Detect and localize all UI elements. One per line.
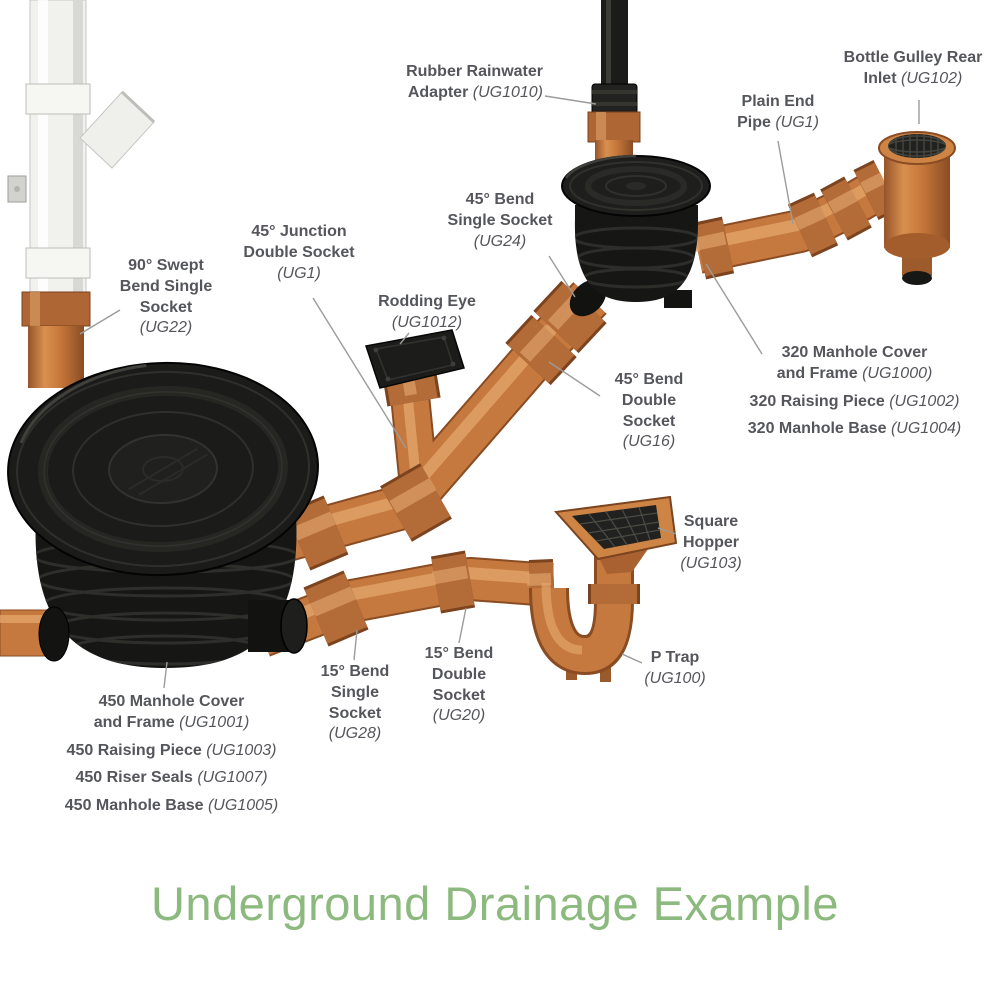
label-code: (UG1010) bbox=[472, 83, 543, 101]
label-name: 320 Manhole Cover and Frame bbox=[776, 344, 928, 382]
label-code: (UG28) bbox=[328, 725, 382, 743]
label-code: (UG22) bbox=[139, 319, 193, 337]
swept-bend-graphic bbox=[21, 291, 91, 388]
label-code: (UG103) bbox=[680, 554, 742, 572]
label-name: 45° Junction Double Socket bbox=[243, 223, 355, 261]
label-name: 450 Manhole Cover and Frame bbox=[93, 693, 245, 731]
label-450-manhole-base: 450 Manhole Base (UG1005) bbox=[44, 796, 299, 817]
p-trap-graphic bbox=[529, 548, 640, 682]
rainwater-downpipe bbox=[587, 0, 641, 170]
label-90-swept-bend-single-socket: 90° Swept Bend Single Socket (UG22) bbox=[116, 256, 216, 339]
bottle-gulley-graphic bbox=[878, 131, 956, 285]
page-title: Underground Drainage Example bbox=[150, 877, 840, 930]
label-rubber-rainwater-adapter: Rubber Rainwater Adapter (UG1010) bbox=[385, 62, 543, 104]
rodding-eye-plate bbox=[365, 329, 465, 389]
label-name: 45° Bend Double Socket bbox=[614, 371, 684, 430]
label-code: (UG100) bbox=[644, 669, 706, 687]
label-45-bend-double-socket: 45° Bend Double Socket (UG16) bbox=[604, 370, 694, 453]
label-code: (UG1004) bbox=[890, 420, 962, 438]
label-name: 45° Bend Single Socket bbox=[447, 191, 553, 229]
label-320-manhole-cover: 320 Manhole Cover and Frame (UG1000) bbox=[766, 343, 944, 385]
label-name: Rodding Eye bbox=[378, 293, 476, 310]
label-code: (UG24) bbox=[473, 232, 527, 250]
label-45-bend-single-socket: 45° Bend Single Socket (UG24) bbox=[441, 190, 559, 252]
label-bottle-gulley-rear-inlet: Bottle Gulley Rear Inlet (UG102) bbox=[842, 48, 984, 90]
label-p-trap: P Trap (UG100) bbox=[636, 648, 714, 690]
label-code: (UG1007) bbox=[197, 769, 268, 787]
label-name: Rubber Rainwater Adapter bbox=[406, 63, 543, 101]
label-code: (UG1) bbox=[775, 113, 819, 131]
label-code: (UG1002) bbox=[889, 392, 960, 410]
white-soil-pipe bbox=[7, 0, 156, 299]
label-name: 15° Bend Double Socket bbox=[424, 645, 494, 704]
label-name: 320 Manhole Base bbox=[747, 420, 887, 438]
square-hopper-graphic bbox=[553, 495, 678, 574]
label-group-450-manhole: 450 Manhole Cover and Frame (UG1001) 450… bbox=[44, 692, 299, 824]
label-320-manhole-base: 320 Manhole Base (UG1004) bbox=[737, 419, 972, 440]
label-code: (UG1003) bbox=[206, 741, 277, 759]
label-name: 90° Swept Bend Single Socket bbox=[119, 257, 213, 316]
label-code: (UG102) bbox=[900, 69, 963, 87]
label-450-manhole-cover: 450 Manhole Cover and Frame (UG1001) bbox=[83, 692, 261, 734]
label-name: 450 Raising Piece bbox=[66, 741, 202, 759]
label-code: (UG20) bbox=[432, 707, 486, 725]
label-450-riser-seals: 450 Riser Seals (UG1007) bbox=[44, 768, 299, 789]
label-320-raising-piece: 320 Raising Piece (UG1002) bbox=[737, 392, 972, 413]
label-code: (UG1012) bbox=[391, 313, 463, 331]
manhole-320-graphic bbox=[561, 154, 711, 317]
label-name: Square Hopper bbox=[683, 513, 739, 551]
label-plain-end-pipe: Plain End Pipe (UG1) bbox=[728, 92, 828, 134]
label-15-bend-single-socket: 15° Bend Single Socket (UG28) bbox=[317, 662, 393, 745]
label-45-junction-double-socket: 45° Junction Double Socket (UG1) bbox=[233, 222, 365, 284]
label-name: 320 Raising Piece bbox=[749, 392, 885, 410]
label-code: (UG1001) bbox=[179, 713, 250, 731]
label-square-hopper: Square Hopper (UG103) bbox=[670, 512, 752, 574]
label-name: Bottle Gulley Rear Inlet bbox=[843, 49, 983, 87]
label-code: (UG1005) bbox=[207, 797, 279, 815]
label-450-raising-piece: 450 Raising Piece (UG1003) bbox=[44, 741, 299, 762]
label-name: 450 Riser Seals bbox=[75, 769, 193, 787]
label-name: 15° Bend Single Socket bbox=[320, 663, 390, 722]
label-code: (UG1000) bbox=[862, 364, 933, 382]
label-group-320-manhole: 320 Manhole Cover and Frame (UG1000) 320… bbox=[737, 343, 972, 447]
label-15-bend-double-socket: 15° Bend Double Socket (UG20) bbox=[421, 644, 497, 727]
label-name: P Trap bbox=[650, 649, 700, 666]
leader-lines bbox=[79, 95, 920, 689]
label-code: (UG16) bbox=[622, 433, 676, 451]
manhole-450-graphic bbox=[7, 361, 319, 668]
label-rodding-eye: Rodding Eye (UG1012) bbox=[368, 292, 486, 334]
label-name: 450 Manhole Base bbox=[64, 797, 204, 815]
label-name: Plain End Pipe bbox=[737, 93, 815, 131]
label-code: (UG1) bbox=[277, 264, 321, 282]
